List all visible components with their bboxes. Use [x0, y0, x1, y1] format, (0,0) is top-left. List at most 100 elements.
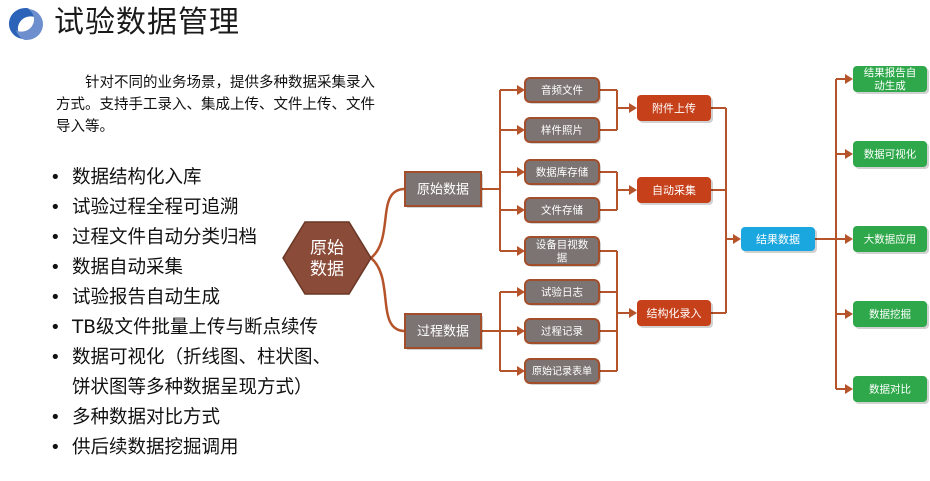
source-node-label: 音频文件 — [541, 84, 583, 97]
arrow-head — [517, 125, 525, 135]
output-node: 数据挖掘 — [853, 301, 929, 329]
source-node-shape — [524, 77, 600, 103]
arrow-head — [845, 309, 853, 319]
output-node: 数据对比 — [853, 376, 929, 404]
arrow-head — [629, 308, 637, 318]
feature-item: 多种数据对比方式 — [48, 403, 331, 433]
arrow-head — [517, 246, 525, 256]
source-node-label: 数据库存储 — [536, 166, 589, 179]
method-node-shape — [637, 95, 711, 121]
output-node-shape — [853, 301, 927, 327]
feature-item: TB级文件批量上传与断点续传 — [48, 313, 331, 343]
source-node-label: 设备目视数 — [536, 238, 589, 251]
result-node: 结果数据 — [741, 227, 817, 253]
arrow-head — [517, 85, 525, 95]
output-node-label: 数据挖掘 — [869, 308, 911, 321]
source-node-shape — [524, 197, 600, 223]
result-node-shape — [741, 227, 815, 251]
arrow-head — [517, 287, 525, 297]
arrow-head — [517, 167, 525, 177]
feature-item-text: 供后续数据挖掘调用 — [72, 437, 239, 458]
output-node-label: 结果报告自 — [864, 66, 917, 79]
feature-item: 数据结构化入库 — [48, 163, 331, 193]
output-node-shape — [853, 226, 927, 252]
result-node-label: 结果数据 — [756, 232, 800, 246]
output-node-shape — [853, 141, 927, 167]
source-node: 样件照片 — [524, 117, 601, 144]
arrow-head — [629, 185, 637, 195]
feature-item: 供后续数据挖掘调用 — [48, 433, 331, 463]
source-node-shape — [524, 279, 600, 305]
source-node-label: 文件存储 — [541, 204, 583, 217]
method-node-label: 附件上传 — [652, 101, 696, 115]
method-node-label: 自动采集 — [652, 183, 696, 197]
method-node-shape — [637, 300, 711, 326]
output-node-label: 动生成 — [874, 79, 906, 92]
category-node-label: 过程数据 — [417, 325, 469, 340]
category-node-shape — [404, 171, 482, 207]
category-node: 原始数据 — [404, 171, 483, 208]
root-node-label: 原始 — [310, 238, 344, 258]
method-node: 自动采集 — [637, 177, 713, 205]
method-node-shape — [637, 177, 711, 203]
feature-item-text: 过程文件自动分类归档 — [72, 227, 258, 248]
source-node: 试验日志 — [524, 279, 601, 306]
category-node-shape — [404, 313, 482, 349]
output-node-label: 数据可视化 — [864, 148, 917, 161]
feature-item-text: 数据结构化入库 — [72, 167, 202, 188]
arrow-head — [845, 234, 853, 244]
feature-item-text: 多种数据对比方式 — [72, 407, 221, 428]
intro-paragraph: 针对不同的业务场景，提供多种数据采集录入方式。支持手工录入、集成上传、文件上传、… — [56, 75, 375, 135]
feature-item: 数据自动采集 — [48, 253, 331, 283]
feature-list: 数据结构化入库试验过程全程可追溯过程文件自动分类归档数据自动采集试验报告自动生成… — [48, 163, 331, 463]
feature-item-text: 试验报告自动生成 — [72, 287, 221, 308]
category-node: 过程数据 — [404, 313, 483, 350]
arrow-head — [517, 205, 525, 215]
feature-item-text: 饼状图等多种数据呈现方式） — [72, 377, 313, 398]
source-node: 原始记录表单 — [524, 358, 601, 385]
root-to-process-connector — [370, 257, 406, 333]
source-node-label: 据 — [557, 251, 568, 264]
source-node: 过程记录 — [524, 318, 601, 345]
source-node-shape — [524, 358, 600, 384]
source-node-shape — [524, 159, 600, 185]
output-node: 数据可视化 — [853, 141, 929, 169]
arrow-head — [629, 103, 637, 113]
source-node-shape — [524, 318, 600, 344]
arrow-head — [845, 74, 853, 84]
feature-item-text: 试验过程全程可追溯 — [72, 197, 239, 218]
category-node-label: 原始数据 — [417, 183, 469, 198]
output-node-shape — [853, 376, 927, 402]
root-to-original-connector — [370, 187, 406, 259]
output-node-label: 数据对比 — [869, 383, 911, 396]
output-node: 大数据应用 — [853, 226, 929, 254]
source-node: 音频文件 — [524, 77, 601, 104]
feature-item-text: TB级文件批量上传与断点续传 — [72, 317, 318, 338]
source-node: 数据库存储 — [524, 159, 601, 186]
source-node-label: 试验日志 — [541, 286, 583, 299]
source-node-label: 过程记录 — [541, 325, 583, 338]
arrow-head — [733, 234, 741, 244]
arrow-head — [517, 366, 525, 376]
output-node-shape — [853, 66, 927, 92]
feature-item: 数据可视化（折线图、柱状图、饼状图等多种数据呈现方式） — [48, 343, 331, 403]
method-node: 附件上传 — [637, 95, 713, 123]
feature-item: 试验过程全程可追溯 — [48, 193, 331, 223]
root-node-hexagon — [282, 221, 372, 295]
source-node-shape — [524, 117, 600, 143]
method-node: 结构化录入 — [637, 300, 713, 328]
source-node-label: 样件照片 — [541, 124, 583, 137]
page-title: 试验数据管理 — [54, 5, 240, 40]
source-node: 文件存储 — [524, 197, 601, 224]
feature-item-text: 数据自动采集 — [72, 257, 184, 278]
root-node-label: 数据 — [310, 260, 344, 280]
root-node: 原始数据 — [282, 221, 372, 295]
feature-item-text: 数据可视化（折线图、柱状图、 — [72, 347, 332, 368]
feature-item: 过程文件自动分类归档 — [48, 223, 331, 253]
output-node-label: 大数据应用 — [864, 233, 917, 246]
source-node-label: 原始记录表单 — [532, 365, 592, 378]
method-node-label: 结构化录入 — [647, 306, 702, 320]
